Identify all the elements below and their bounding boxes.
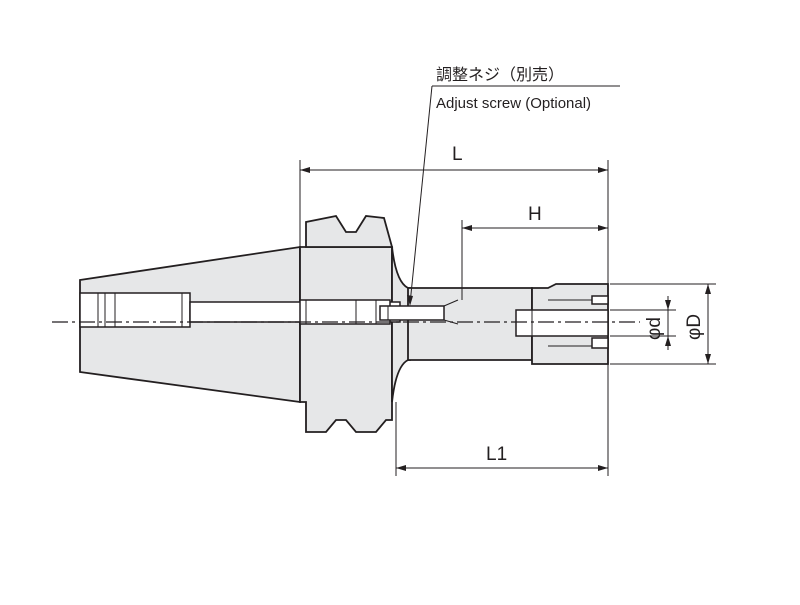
internal-features (79, 292, 609, 349)
callout-leader (407, 85, 620, 306)
dim-label-phi-d: φd (644, 317, 665, 340)
dim-label-H: H (528, 204, 542, 225)
dim-label-L: L (452, 144, 463, 165)
callout-label-jp: 調整ネジ（別売） (436, 65, 564, 84)
callout-label-en: Adjust screw (Optional) (436, 95, 591, 112)
dimension-lines (299, 160, 716, 476)
dim-label-L1: L1 (486, 444, 507, 465)
dim-label-phi-D: φD (684, 314, 705, 340)
